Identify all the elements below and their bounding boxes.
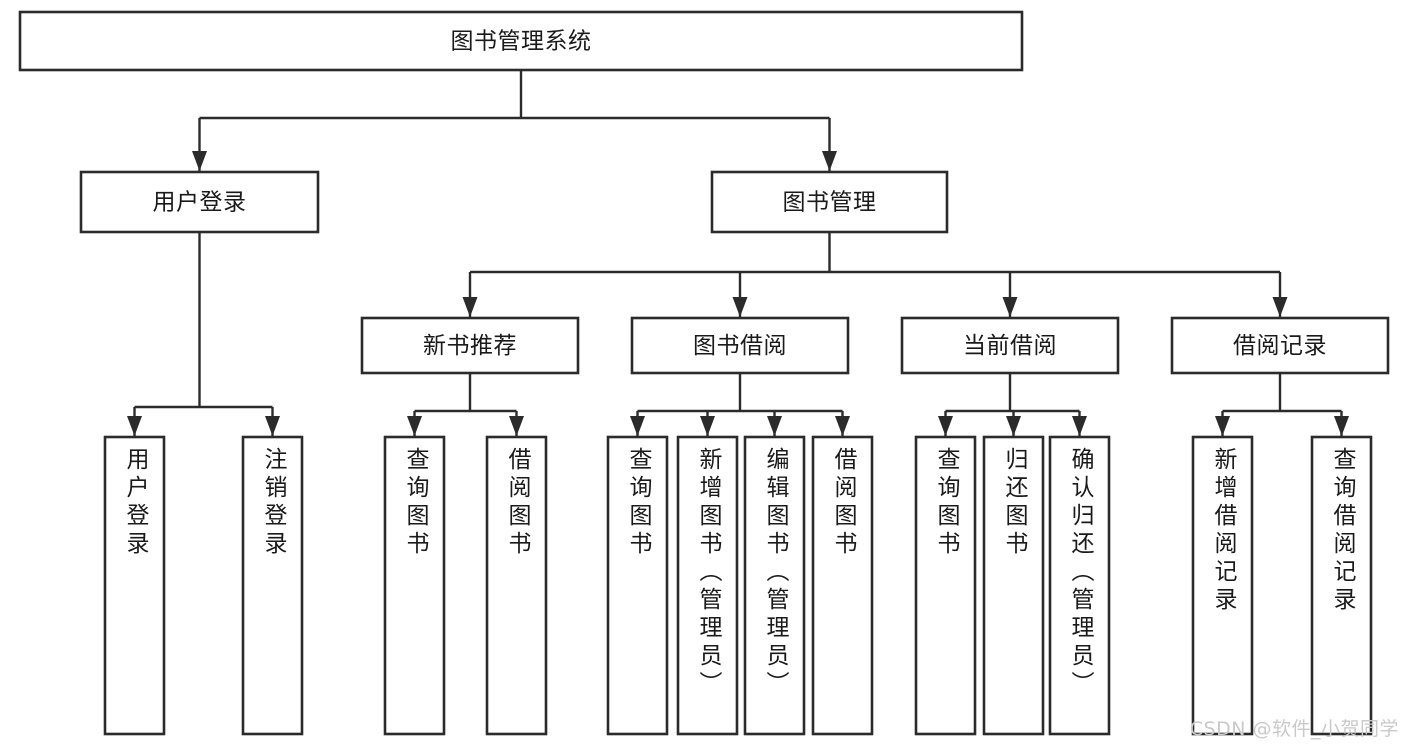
leaf-node-box-4 xyxy=(606,435,669,736)
root-node-box-0 xyxy=(18,10,1024,72)
arrow-bookmgmt-to-l3-3 xyxy=(1272,297,1288,317)
level3-node-box-1 xyxy=(630,316,850,375)
connectors-layer xyxy=(127,70,1349,436)
level2-node-label-1: 图书管理 xyxy=(783,190,877,216)
arrow-root-to-l2-1 xyxy=(822,151,837,171)
leaf-node-box-5 xyxy=(676,435,739,736)
root-node-label-0: 图书管理系统 xyxy=(451,29,592,55)
level3-node-box-0 xyxy=(360,316,580,375)
leaf-node-box-9 xyxy=(982,435,1045,736)
level2-node-box-1 xyxy=(710,170,949,234)
level3-node-box-3 xyxy=(1170,316,1390,375)
arrow-l3-2-to-leaf-0 xyxy=(938,416,953,436)
leaf-node-box-10 xyxy=(1048,435,1111,736)
leaf-node-box-12 xyxy=(1310,435,1373,736)
arrow-l3-3-to-leaf-1 xyxy=(1334,416,1349,436)
arrow-root-to-l2-0 xyxy=(192,151,207,171)
level3-node-label-1: 图书借阅 xyxy=(693,333,787,359)
level3-node-label-0: 新书推荐 xyxy=(423,333,517,359)
arrow-l3-1-to-leaf-3 xyxy=(835,416,850,436)
leaf-node-box-6 xyxy=(743,435,806,736)
arrow-bookmgmt-to-l3-1 xyxy=(732,297,748,317)
leaf-node-box-11 xyxy=(1191,435,1254,736)
arrow-l3-1-to-leaf-1 xyxy=(700,416,715,436)
leaf-node-box-3 xyxy=(485,435,548,736)
arrow-userlogin-to-leaf-0 xyxy=(127,416,142,436)
arrow-userlogin-to-leaf-1 xyxy=(265,416,280,436)
arrow-l3-1-to-leaf-2 xyxy=(767,416,782,436)
arrow-l3-2-to-leaf-1 xyxy=(1006,416,1021,436)
leaf-node-box-0 xyxy=(103,435,166,736)
leaf-node-box-7 xyxy=(811,435,874,736)
arrow-l3-1-to-leaf-0 xyxy=(630,416,645,436)
leaf-node-box-1 xyxy=(241,435,304,736)
level2-node-box-0 xyxy=(79,170,320,234)
arrow-bookmgmt-to-l3-2 xyxy=(1002,297,1018,317)
level3-node-label-3: 借阅记录 xyxy=(1233,333,1327,359)
arrow-l3-3-to-leaf-0 xyxy=(1215,416,1230,436)
level3-node-box-2 xyxy=(900,316,1120,375)
arrow-l3-2-to-leaf-2 xyxy=(1072,416,1087,436)
leaf-node-box-2 xyxy=(383,435,446,736)
arrow-l3-0-to-leaf-1 xyxy=(509,416,524,436)
level3-node-label-2: 当前借阅 xyxy=(963,333,1057,359)
arrow-bookmgmt-to-l3-0 xyxy=(462,297,478,317)
node-boxes-layer xyxy=(18,10,1390,736)
arrow-l3-0-to-leaf-0 xyxy=(407,416,422,436)
leaf-node-box-8 xyxy=(914,435,977,736)
level2-node-label-0: 用户登录 xyxy=(153,190,247,216)
